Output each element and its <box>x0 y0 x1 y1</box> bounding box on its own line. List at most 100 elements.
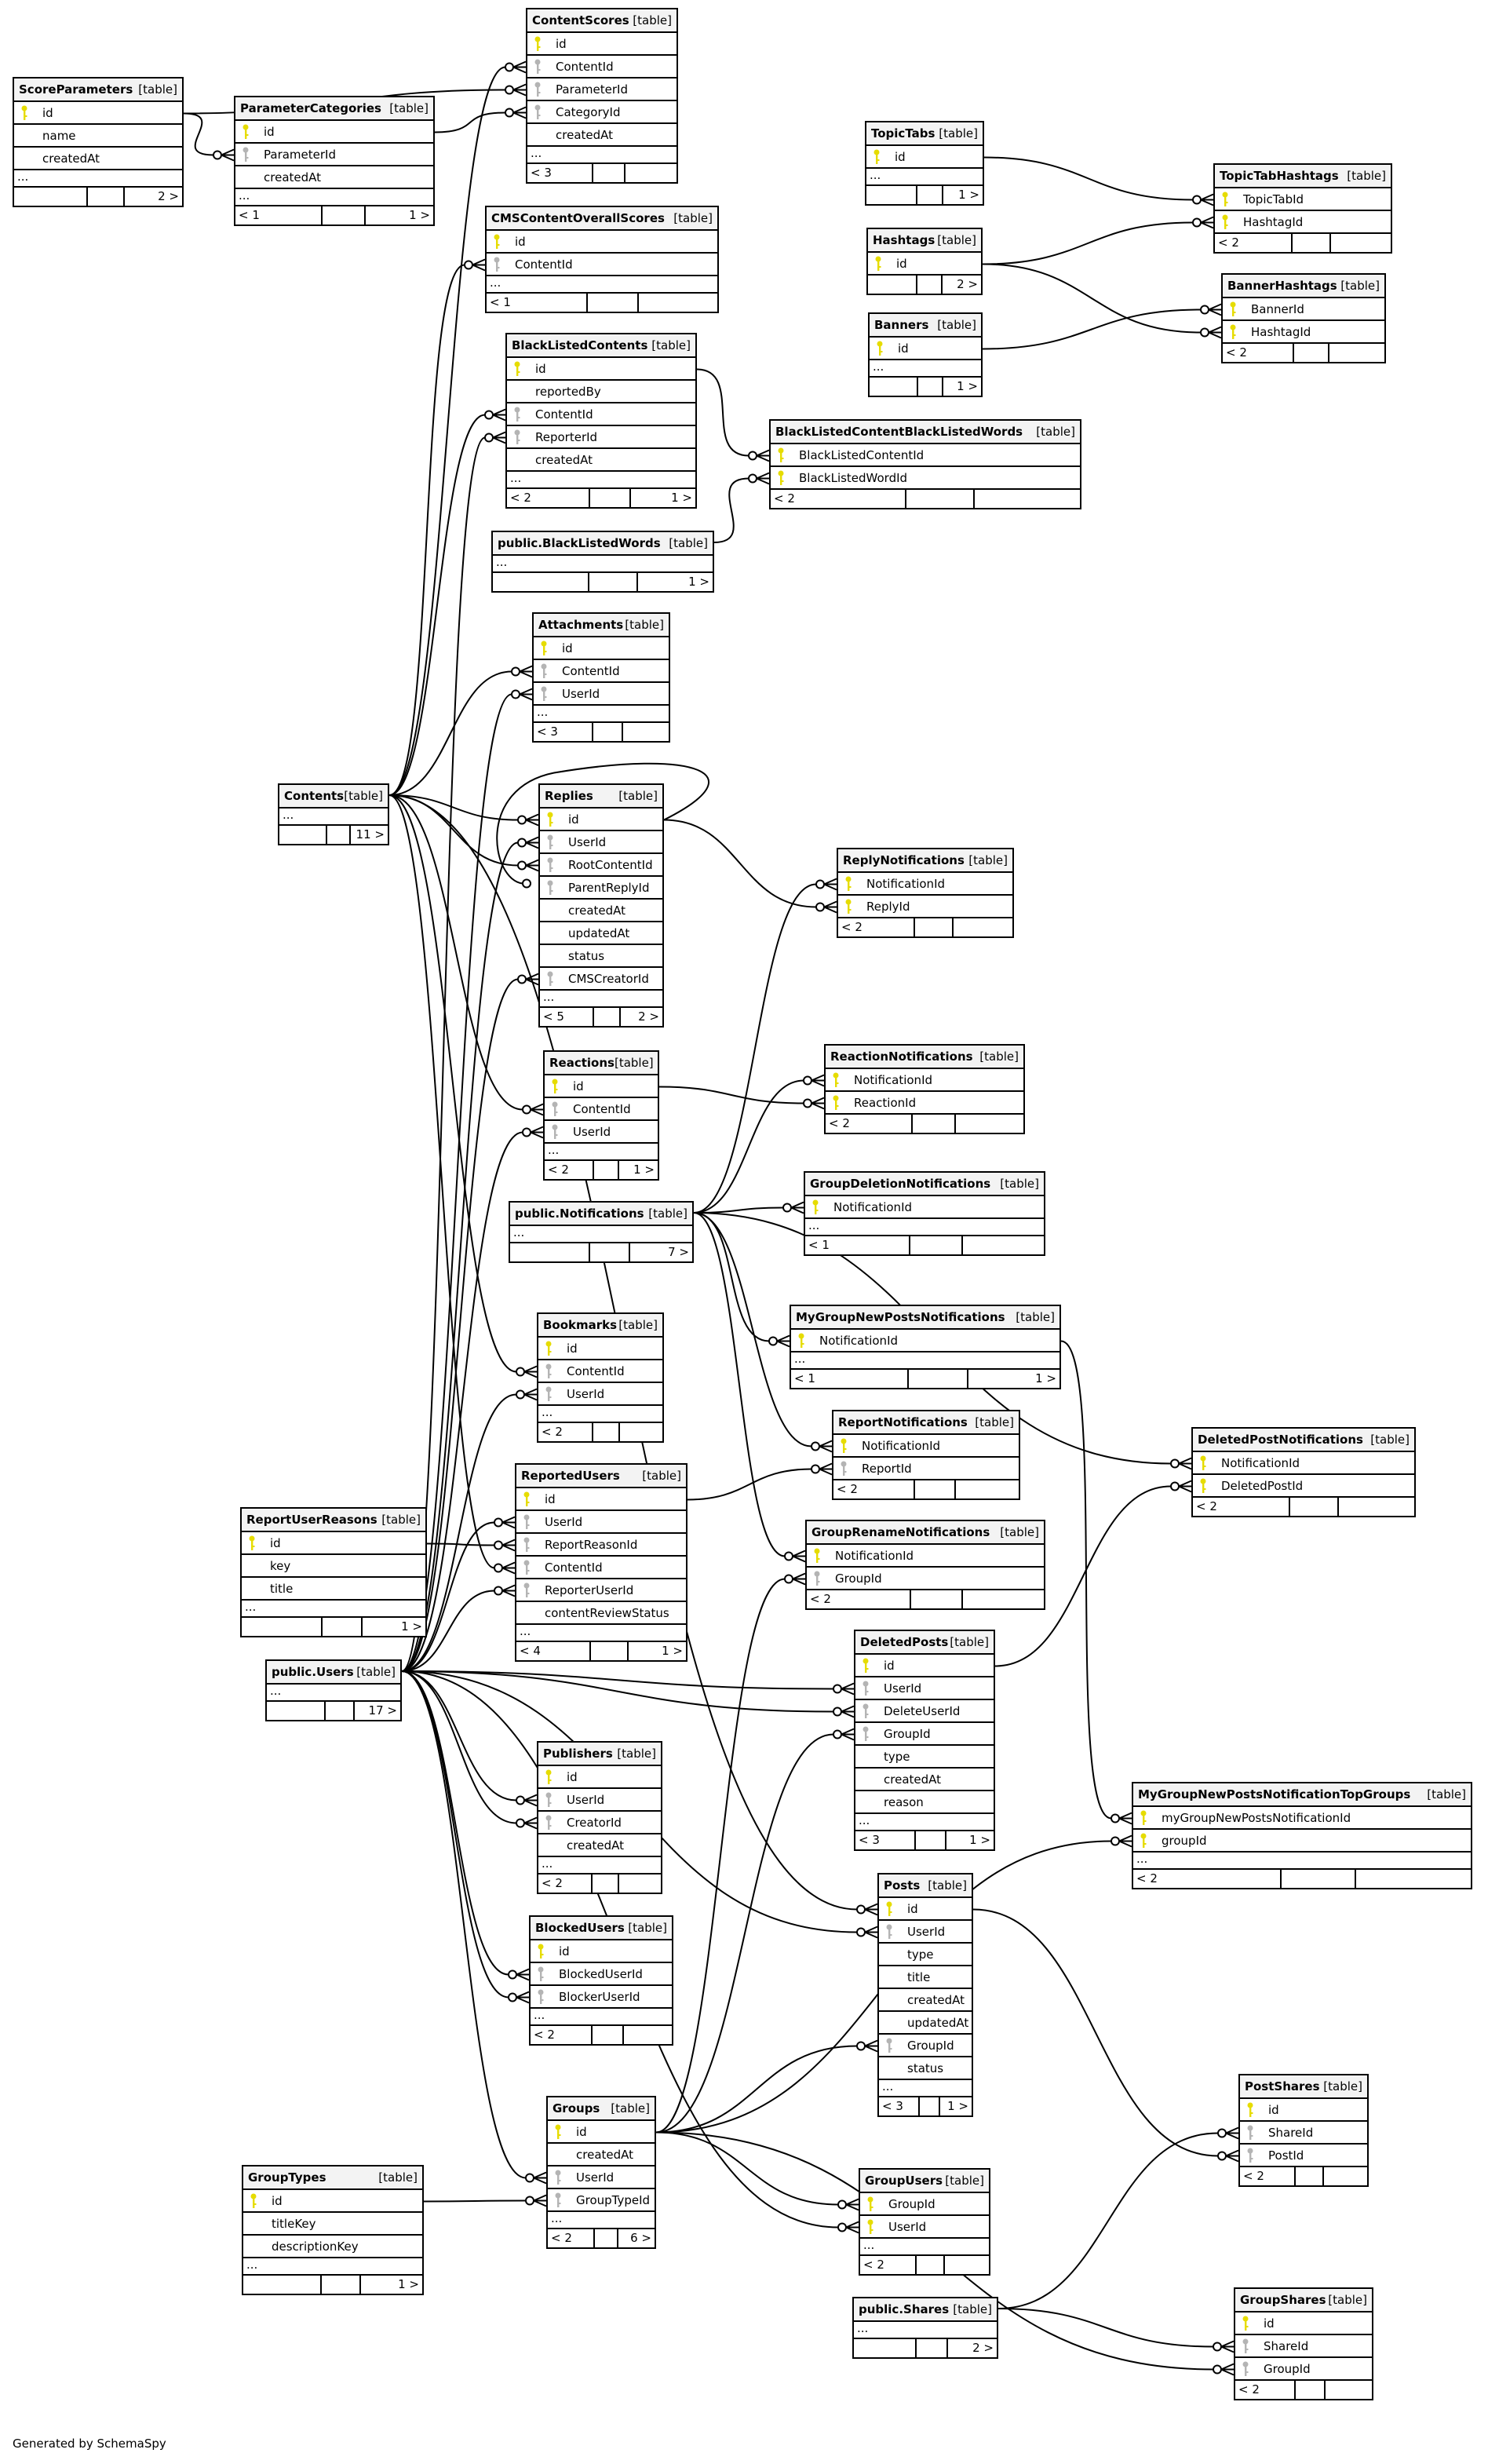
column-row[interactable]: createdAt <box>14 148 182 170</box>
parents-link[interactable]: < 2 <box>1133 1870 1282 1888</box>
more-columns[interactable]: ... <box>540 991 662 1008</box>
table-header[interactable]: ReplyNotifications[table] <box>838 849 1012 873</box>
more-columns[interactable]: ... <box>538 1857 661 1874</box>
table-header[interactable]: ReportUserReasons[table] <box>242 1509 425 1532</box>
column-row[interactable]: ContentId <box>538 1360 662 1383</box>
table-header[interactable]: PostShares[table] <box>1240 2075 1367 2099</box>
parents-link[interactable]: < 2 <box>860 2256 917 2274</box>
children-link[interactable] <box>963 1236 1044 1254</box>
column-row[interactable]: ContentId <box>534 660 669 683</box>
children-link[interactable]: 1 > <box>969 1833 990 1847</box>
parents-link[interactable]: < 2 <box>807 1590 911 1608</box>
column-row[interactable]: GroupTypeId <box>548 2189 655 2212</box>
parents-link[interactable]: < 1 <box>487 294 589 312</box>
table-header[interactable]: Bookmarks[table] <box>538 1314 662 1338</box>
table-header[interactable]: GroupShares[table] <box>1235 2289 1372 2313</box>
table-header[interactable]: TopicTabHashtags[table] <box>1215 165 1391 188</box>
column-row[interactable]: id <box>531 1940 672 1963</box>
column-row[interactable]: id <box>516 1488 686 1511</box>
parents-link[interactable]: < 2 <box>538 1874 593 1893</box>
more-columns[interactable]: ... <box>279 809 388 826</box>
parents-link[interactable]: < 2 <box>838 918 915 936</box>
children-link[interactable]: 1 > <box>958 188 979 202</box>
children-link[interactable] <box>975 490 1080 508</box>
parents-link[interactable] <box>868 276 918 294</box>
column-row[interactable]: ReporterId <box>507 426 695 449</box>
parents-link[interactable]: < 2 <box>548 2229 595 2247</box>
more-columns[interactable]: ... <box>860 2239 989 2256</box>
column-row[interactable]: id <box>866 146 983 169</box>
column-row[interactable]: id <box>879 1898 972 1921</box>
more-columns[interactable]: ... <box>243 2258 422 2276</box>
parents-link[interactable]: < 1 <box>791 1370 910 1388</box>
column-row[interactable]: id <box>507 358 695 381</box>
column-row[interactable]: ParameterId <box>527 78 677 101</box>
column-row[interactable]: BlockerUserId <box>531 1986 672 2009</box>
column-row[interactable]: id <box>487 231 717 254</box>
column-row[interactable]: id <box>868 253 981 276</box>
table-header[interactable]: ReportedUsers[table] <box>516 1465 686 1488</box>
column-row[interactable]: ReplyId <box>838 896 1012 918</box>
column-row[interactable]: UserId <box>538 1789 661 1812</box>
column-row[interactable]: PostId <box>1240 2145 1367 2167</box>
column-row[interactable]: createdAt <box>540 900 662 922</box>
more-columns[interactable]: ... <box>487 276 717 294</box>
table-black-listed-content-black-listed-words[interactable]: BlackListedContentBlackListedWords[table… <box>769 419 1081 509</box>
table-header[interactable]: GroupRenameNotifications[table] <box>807 1521 1044 1545</box>
parents-link[interactable] <box>243 2276 323 2294</box>
column-row[interactable]: status <box>879 2057 972 2080</box>
parents-link[interactable] <box>870 378 919 396</box>
column-row[interactable]: id <box>1240 2099 1367 2122</box>
parents-link[interactable]: < 5 <box>540 1008 594 1026</box>
more-columns[interactable]: ... <box>267 1685 400 1702</box>
column-row[interactable]: RootContentId <box>540 854 662 877</box>
table-header[interactable]: public.Users[table] <box>267 1661 400 1685</box>
children-link[interactable] <box>956 1480 1019 1498</box>
column-row[interactable]: ReporterUserId <box>516 1579 686 1602</box>
parents-link[interactable] <box>866 186 918 204</box>
column-row[interactable]: status <box>540 945 662 968</box>
children-link[interactable] <box>1339 1498 1414 1516</box>
column-row[interactable]: title <box>242 1578 425 1601</box>
more-columns[interactable]: ... <box>531 2009 672 2026</box>
column-row[interactable]: ShareId <box>1235 2335 1372 2358</box>
children-link[interactable]: 1 > <box>1035 1371 1056 1385</box>
column-row[interactable]: ContentId <box>516 1557 686 1579</box>
column-row[interactable]: NotificationId <box>807 1545 1044 1568</box>
column-row[interactable]: id <box>243 2190 422 2213</box>
more-columns[interactable]: ... <box>14 170 182 188</box>
children-link[interactable] <box>624 2026 672 2044</box>
children-link[interactable] <box>623 723 669 741</box>
column-row[interactable]: id <box>548 2121 655 2144</box>
parents-link[interactable]: < 1 <box>805 1236 910 1254</box>
column-row[interactable]: TopicTabId <box>1215 188 1391 211</box>
table-header[interactable]: Groups[table] <box>548 2097 655 2121</box>
parents-link[interactable]: < 2 <box>1215 234 1293 252</box>
column-row[interactable]: NotificationId <box>805 1196 1044 1219</box>
column-row[interactable]: UserId <box>855 1677 994 1700</box>
column-row[interactable]: updatedAt <box>879 2012 972 2035</box>
column-row[interactable]: id <box>855 1655 994 1677</box>
column-row[interactable]: ReactionId <box>826 1092 1023 1115</box>
column-row[interactable]: groupId <box>1133 1830 1471 1853</box>
column-row[interactable]: id <box>545 1075 658 1098</box>
children-link[interactable]: 2 > <box>957 277 978 291</box>
children-link[interactable] <box>1331 234 1391 252</box>
column-row[interactable]: UserId <box>548 2166 655 2189</box>
parents-link[interactable] <box>14 188 89 206</box>
parents-link[interactable]: < 3 <box>527 164 593 182</box>
column-row[interactable]: updatedAt <box>540 922 662 945</box>
table-header[interactable]: Publishers[table] <box>538 1743 661 1766</box>
column-row[interactable]: NotificationId <box>833 1435 1019 1458</box>
column-row[interactable]: myGroupNewPostsNotificationId <box>1133 1807 1471 1830</box>
column-row[interactable]: descriptionKey <box>243 2236 422 2258</box>
children-link[interactable]: 1 > <box>957 379 978 393</box>
children-link[interactable] <box>956 1115 1023 1133</box>
more-columns[interactable]: ... <box>538 1406 662 1423</box>
more-columns[interactable]: ... <box>235 189 433 206</box>
column-row[interactable]: ContentId <box>527 56 677 78</box>
column-row[interactable]: title <box>879 1966 972 1989</box>
